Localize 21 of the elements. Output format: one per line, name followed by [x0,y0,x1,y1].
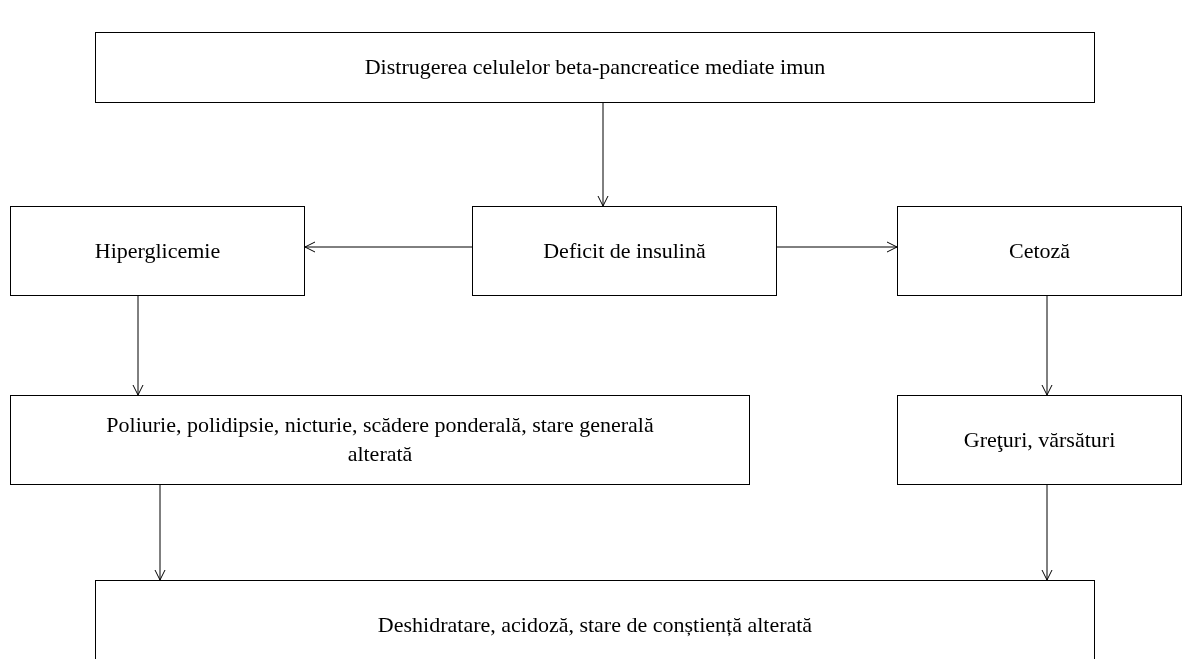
process-box [897,206,1182,296]
box-text: Cetoză [1008,236,1071,265]
process-box [10,395,750,485]
process-box [10,206,305,296]
arrow [1041,295,1053,396]
arrow [1041,484,1053,581]
box-text: Hiperglicemie [94,236,221,265]
box-text: Deshidratare, acidoză, stare de conștiență alterată [377,610,813,639]
process-box [95,580,1095,659]
process-box [472,206,777,296]
arrow [154,484,166,581]
process-box [95,32,1095,103]
arrow [132,295,144,396]
arrow [304,241,473,253]
box-text: Poliurie, polidipsie, nicturie, scădere ponderală, stare generală alterată [105,411,655,468]
box-text: Greţuri, vărsături [963,425,1116,454]
box-text: Distrugerea celulelor beta-pancreatice mediate imun [364,53,826,82]
box-text: Deficit de insulină [543,236,706,265]
arrow [776,241,898,253]
process-box [897,395,1182,485]
arrow [597,102,609,207]
